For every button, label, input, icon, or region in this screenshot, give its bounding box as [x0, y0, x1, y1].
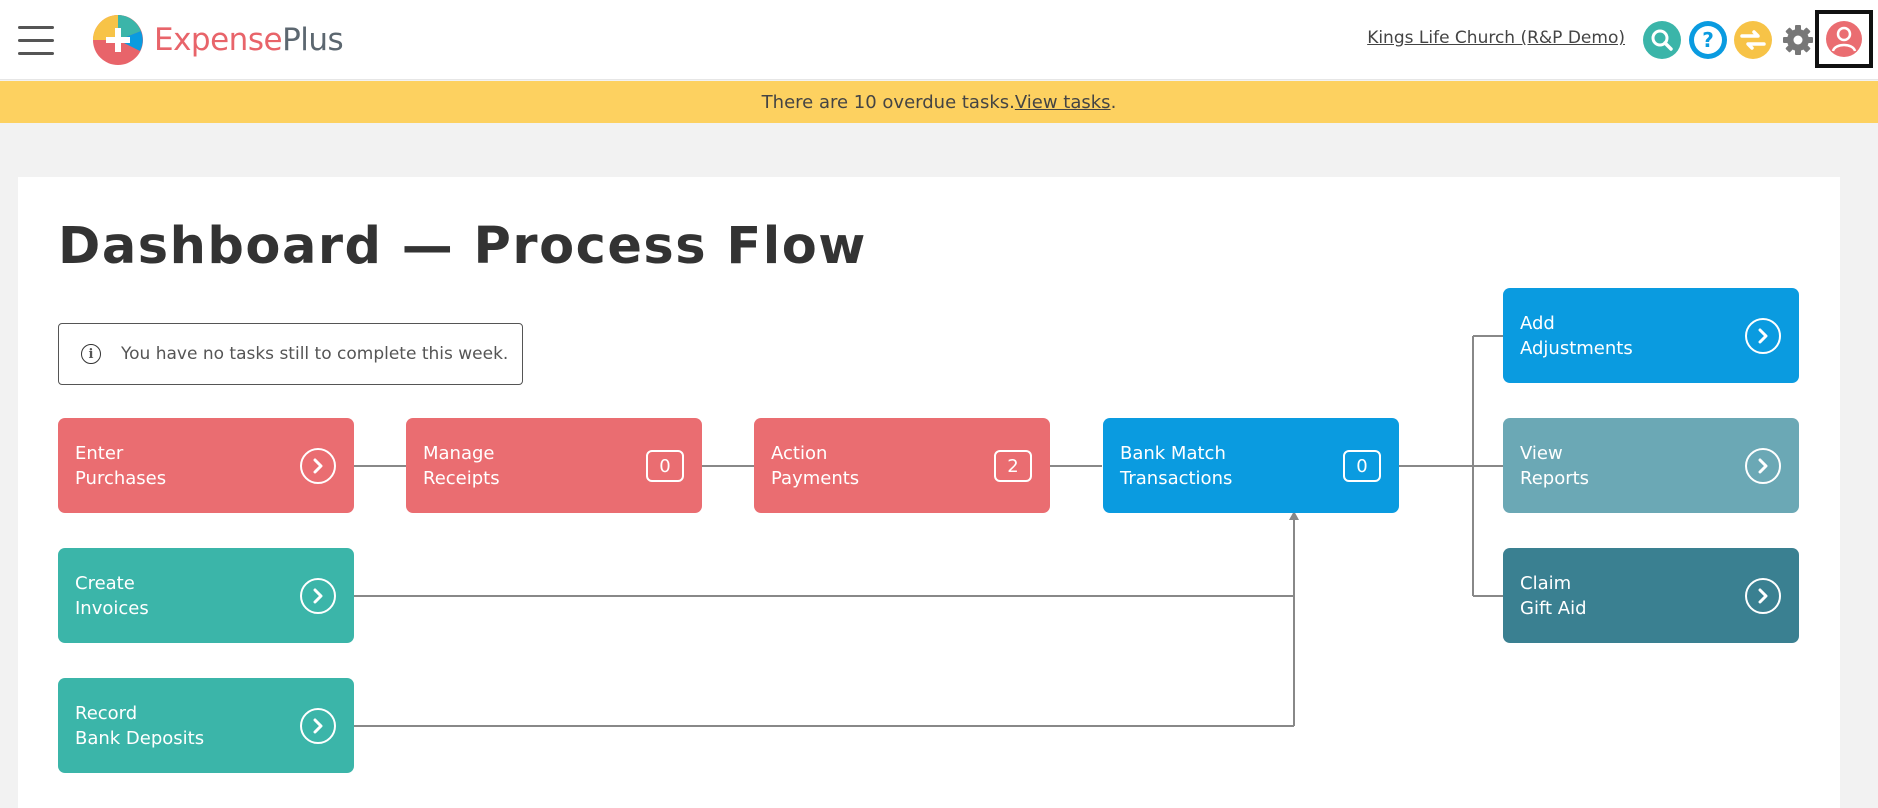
chevron-right-icon	[1745, 578, 1781, 614]
chevron-right-icon	[1745, 318, 1781, 354]
view-reports-line1: View	[1520, 442, 1563, 464]
logo-mark-icon	[93, 15, 143, 65]
action-payments-line1: Action	[771, 442, 828, 464]
view-tasks-link[interactable]: View tasks	[1014, 91, 1111, 113]
page-title: Dashboard — Process Flow	[58, 217, 867, 276]
add-adjustments-line2: Adjustments	[1520, 337, 1633, 359]
tasks-notice: i You have no tasks still to complete th…	[58, 323, 523, 385]
help-icon[interactable]: ?	[1689, 21, 1727, 59]
create-invoices-line2: Invoices	[75, 597, 149, 619]
action-payments-count: 2	[994, 450, 1032, 482]
view-reports-line2: Reports	[1520, 467, 1590, 489]
app-logo[interactable]: ExpensePlus	[92, 14, 344, 66]
info-icon: i	[81, 344, 101, 364]
claim-gift-aid-line1: Claim	[1520, 572, 1572, 594]
bank-match-count: 0	[1343, 450, 1381, 482]
claim-gift-aid-line2: Gift Aid	[1520, 597, 1587, 619]
record-deposits-line2: Bank Deposits	[75, 727, 205, 749]
bank-match-line1: Bank Match	[1120, 442, 1226, 464]
manage-receipts-line2: Receipts	[423, 467, 500, 489]
manage-receipts-count: 0	[646, 450, 684, 482]
overdue-banner: There are 10 overdue tasks. View tasks.	[0, 81, 1878, 123]
add-adjustments-line1: Add	[1520, 312, 1555, 334]
menu-icon[interactable]	[18, 26, 54, 56]
create-invoices-line1: Create	[75, 572, 135, 594]
flow-connectors	[354, 335, 1503, 727]
banner-text: There are 10 overdue tasks.	[761, 91, 1015, 113]
chevron-right-icon	[300, 578, 336, 614]
bank-match-line2: Transactions	[1120, 467, 1233, 489]
profile-button[interactable]	[1815, 10, 1873, 68]
logo-text: ExpensePlus	[154, 22, 344, 58]
record-deposits-line1: Record	[75, 702, 138, 724]
enter-purchases-line2: Purchases	[75, 467, 167, 489]
chevron-right-icon	[300, 448, 336, 484]
gear-icon[interactable]	[1779, 21, 1817, 59]
banner-suffix: .	[1110, 91, 1117, 113]
switch-icon[interactable]	[1734, 21, 1772, 59]
search-icon[interactable]	[1643, 21, 1681, 59]
profile-icon	[1826, 21, 1862, 57]
chevron-right-icon	[1745, 448, 1781, 484]
dashboard-card: Dashboard — Process Flow i You have no t…	[18, 177, 1840, 808]
manage-receipts-line1: Manage	[423, 442, 495, 464]
enter-purchases-line1: Enter	[75, 442, 124, 464]
top-header: ExpensePlus Kings Life Church (R&P Demo)…	[0, 0, 1878, 80]
notice-text: You have no tasks still to complete this…	[121, 344, 509, 364]
action-payments-line2: Payments	[771, 467, 860, 489]
svg-text:?: ?	[1702, 28, 1714, 52]
organization-link[interactable]: Kings Life Church (R&P Demo)	[1367, 28, 1625, 48]
chevron-right-icon	[300, 708, 336, 744]
